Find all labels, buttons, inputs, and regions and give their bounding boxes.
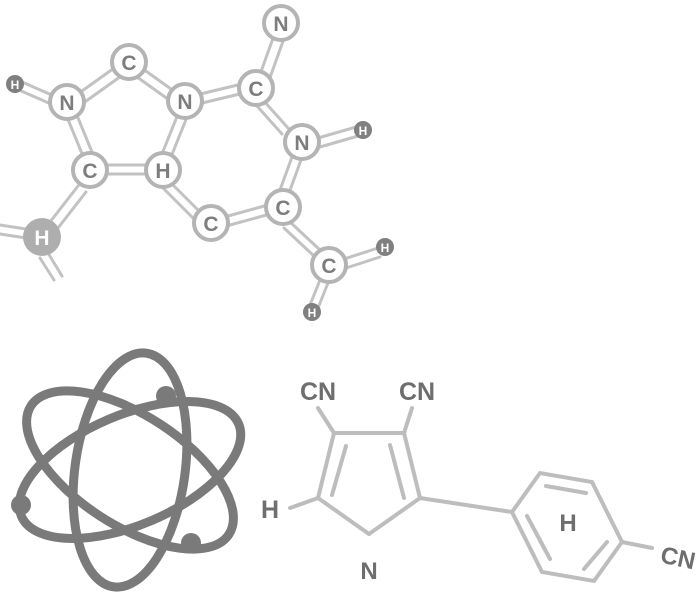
atom-c-top: C: [110, 43, 148, 81]
atom-c-left: C: [71, 151, 109, 189]
atom-c-bottom-right: C: [264, 188, 302, 226]
atom-n-bridge: N: [166, 82, 204, 120]
atom-n-bridge-label: N: [177, 91, 192, 114]
atom-h-n-left-label: H: [11, 78, 20, 92]
atom-c-left-label: C: [82, 160, 97, 183]
atom-h-n-left: H: [6, 75, 24, 93]
atom-c-five-top-label: C: [248, 78, 263, 101]
atom-n-left: N: [48, 83, 86, 121]
label-cn-left: CN: [300, 378, 336, 406]
atom-orbit-icon: [11, 348, 246, 592]
atom-h-n-right: H: [354, 121, 372, 139]
atom-n-left-label: N: [59, 92, 74, 115]
atom-n-top: N: [262, 4, 300, 42]
atom-h-solid-label: H: [34, 227, 49, 250]
atom-c-methylene: C: [310, 246, 348, 284]
atom-h-ch2-b: H: [303, 303, 321, 321]
label-n-bottom: N: [360, 558, 377, 585]
top-molecule: N C C N N N C H: [0, 4, 394, 321]
bottom-molecule: CN CN H N H CN: [261, 378, 698, 585]
atom-c-bottom-right-label: C: [275, 197, 290, 220]
atom-c-bottom-mid: C: [192, 204, 230, 242]
atom-h-center-label: H: [155, 160, 170, 183]
atom-h-ch2-a: H: [376, 238, 394, 256]
atom-h-solid: H: [23, 218, 61, 256]
electron-dot-left: [11, 495, 31, 515]
bottom-molecule-bonds: [288, 406, 654, 584]
atom-c-methylene-label: C: [321, 255, 336, 278]
atom-h-n-right-label: H: [359, 124, 368, 138]
atom-c-bottom-mid-label: C: [203, 213, 218, 236]
atom-h-ch2-b-label: H: [308, 306, 317, 320]
electron-dot-top: [156, 386, 176, 406]
atom-c-five-top: C: [237, 69, 275, 107]
electron-dot-bottom: [181, 533, 201, 553]
atom-n-top-label: N: [273, 13, 288, 36]
atom-c-top-label: C: [121, 52, 136, 75]
atom-n-right-label: N: [294, 132, 309, 155]
atom-h-ch2-a-label: H: [381, 241, 390, 255]
label-h-left: H: [261, 496, 279, 524]
label-cn-ring: CN: [658, 542, 698, 576]
label-h-ring: H: [559, 510, 576, 537]
label-cn-right: CN: [399, 378, 435, 406]
atom-n-right: N: [283, 123, 321, 161]
atom-h-center: H: [144, 151, 182, 189]
